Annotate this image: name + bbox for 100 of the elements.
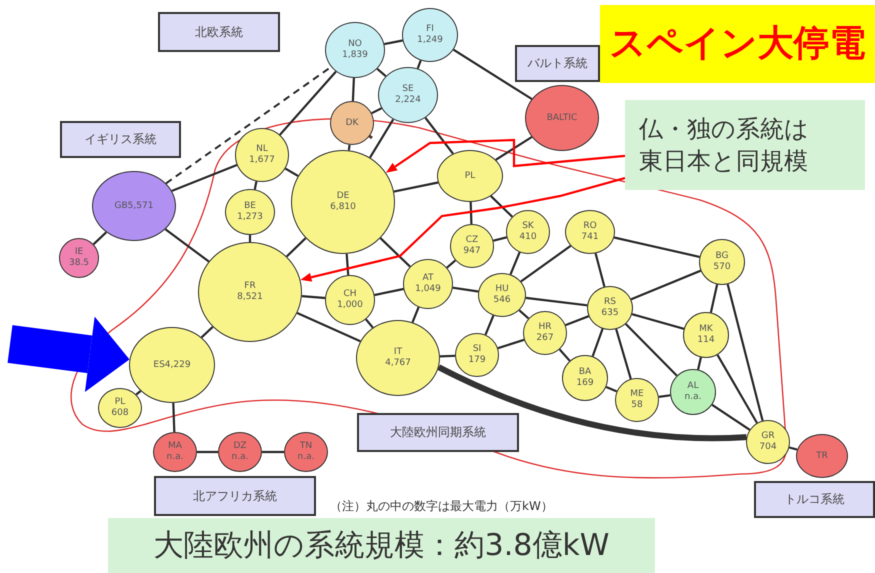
connector-line xyxy=(493,236,507,242)
peak-load-value: n.a. xyxy=(298,452,314,463)
country-code: RO xyxy=(583,221,597,232)
country-circle xyxy=(587,286,633,330)
country-code: BALTIC xyxy=(546,112,578,124)
connector-line xyxy=(296,312,361,342)
country-code: DK xyxy=(346,118,358,128)
country-code: SI xyxy=(472,344,482,355)
connector-line xyxy=(380,237,411,268)
connector-line xyxy=(286,237,306,258)
connector-line xyxy=(632,313,684,330)
peak-load-value: 1,000 xyxy=(337,300,363,311)
arrow xyxy=(300,177,626,282)
peak-load-value: 114 xyxy=(697,335,715,346)
country-code: DE xyxy=(336,191,350,202)
connector-line xyxy=(452,286,478,293)
country-code: AT xyxy=(422,273,434,284)
country-code: IE xyxy=(74,247,84,258)
peak-load-value: 1,839 xyxy=(342,50,368,61)
peak-load-value: 570 xyxy=(713,262,731,273)
country-code: SE xyxy=(402,84,414,95)
connector-line xyxy=(495,136,532,161)
connector-line xyxy=(592,328,604,357)
country-code: MK xyxy=(699,324,713,335)
country-code: ES4,229 xyxy=(153,360,191,370)
system-label-box xyxy=(154,476,316,516)
peak-load-value: 741 xyxy=(581,232,599,243)
peak-load-value: 635 xyxy=(601,308,619,319)
system-name: バルト系統 xyxy=(528,55,588,72)
connector-line xyxy=(630,270,702,300)
country-circle xyxy=(437,150,503,202)
connector-line xyxy=(384,39,403,46)
peak-load-value: 1,273 xyxy=(237,212,263,223)
peak-load-value: 2,224 xyxy=(395,95,421,106)
callout-box xyxy=(625,100,865,190)
country-code: MA xyxy=(168,441,182,452)
connector-line xyxy=(348,144,351,150)
caption-band: 大陸欧州の系統規模：約3.8億kW xyxy=(108,518,655,573)
peak-load-value: 58 xyxy=(631,400,643,411)
system-name: イギリス系統 xyxy=(84,131,156,148)
connector-line xyxy=(165,66,332,184)
system-name: 大陸欧州同期系統 xyxy=(390,424,486,441)
connector-line xyxy=(726,284,764,421)
arrow xyxy=(386,138,626,173)
country-circle xyxy=(325,22,385,78)
system-label-box xyxy=(357,413,519,452)
connector-line xyxy=(614,236,700,258)
system-label-box xyxy=(60,121,181,158)
peak-load-value: 1,049 xyxy=(415,284,441,295)
country-circle xyxy=(455,333,499,377)
connector-line xyxy=(371,107,382,114)
connector-line xyxy=(346,254,350,276)
country-circle xyxy=(478,273,526,317)
peak-load-value: 38.5 xyxy=(68,258,90,269)
country-circle xyxy=(378,67,438,123)
country-code: FR xyxy=(244,281,256,292)
country-circle xyxy=(98,388,142,428)
country-code: IT xyxy=(394,347,402,358)
peak-load-value: n.a. xyxy=(166,452,184,463)
country-circle xyxy=(683,312,729,358)
country-code: GB5,571 xyxy=(114,200,154,212)
connector-line xyxy=(376,68,387,78)
connector-line xyxy=(558,348,571,362)
block-arrow xyxy=(8,316,130,392)
connector-line xyxy=(416,60,422,69)
peak-load-value: 179 xyxy=(468,355,486,366)
country-circle xyxy=(284,432,328,472)
connector-line xyxy=(565,315,590,326)
peak-load-value: 1,677 xyxy=(249,155,275,166)
peak-load-value: 169 xyxy=(576,378,594,389)
country-code: NO xyxy=(348,39,362,50)
country-code: CH xyxy=(343,289,357,300)
country-circle xyxy=(746,420,790,464)
country-code: GR xyxy=(761,431,775,442)
country-circle xyxy=(615,378,659,422)
connector-line xyxy=(710,284,718,313)
country-circle xyxy=(235,128,289,182)
system-label-box xyxy=(754,481,875,518)
peak-load-value: 4,767 xyxy=(385,358,411,369)
country-code: BG xyxy=(716,251,728,262)
country-code: NL xyxy=(256,144,268,155)
connector-line xyxy=(470,202,472,224)
country-circle xyxy=(450,224,494,268)
connector-line xyxy=(498,338,524,350)
connector-line xyxy=(374,288,404,296)
connector-line xyxy=(197,450,218,454)
country-code: HU xyxy=(495,284,509,295)
connector-line xyxy=(352,78,355,102)
country-circle xyxy=(59,238,99,278)
connector-line xyxy=(279,70,337,136)
connector-line xyxy=(520,245,572,282)
connector-line xyxy=(789,446,798,451)
peak-load-value: n.a. xyxy=(684,392,702,403)
country-code: AL xyxy=(687,381,699,392)
connector-line xyxy=(424,117,454,154)
country-circle xyxy=(225,189,275,235)
connector-line xyxy=(92,232,107,246)
connector-line xyxy=(606,386,618,392)
connector-line xyxy=(411,306,420,323)
connector-line xyxy=(712,404,750,431)
